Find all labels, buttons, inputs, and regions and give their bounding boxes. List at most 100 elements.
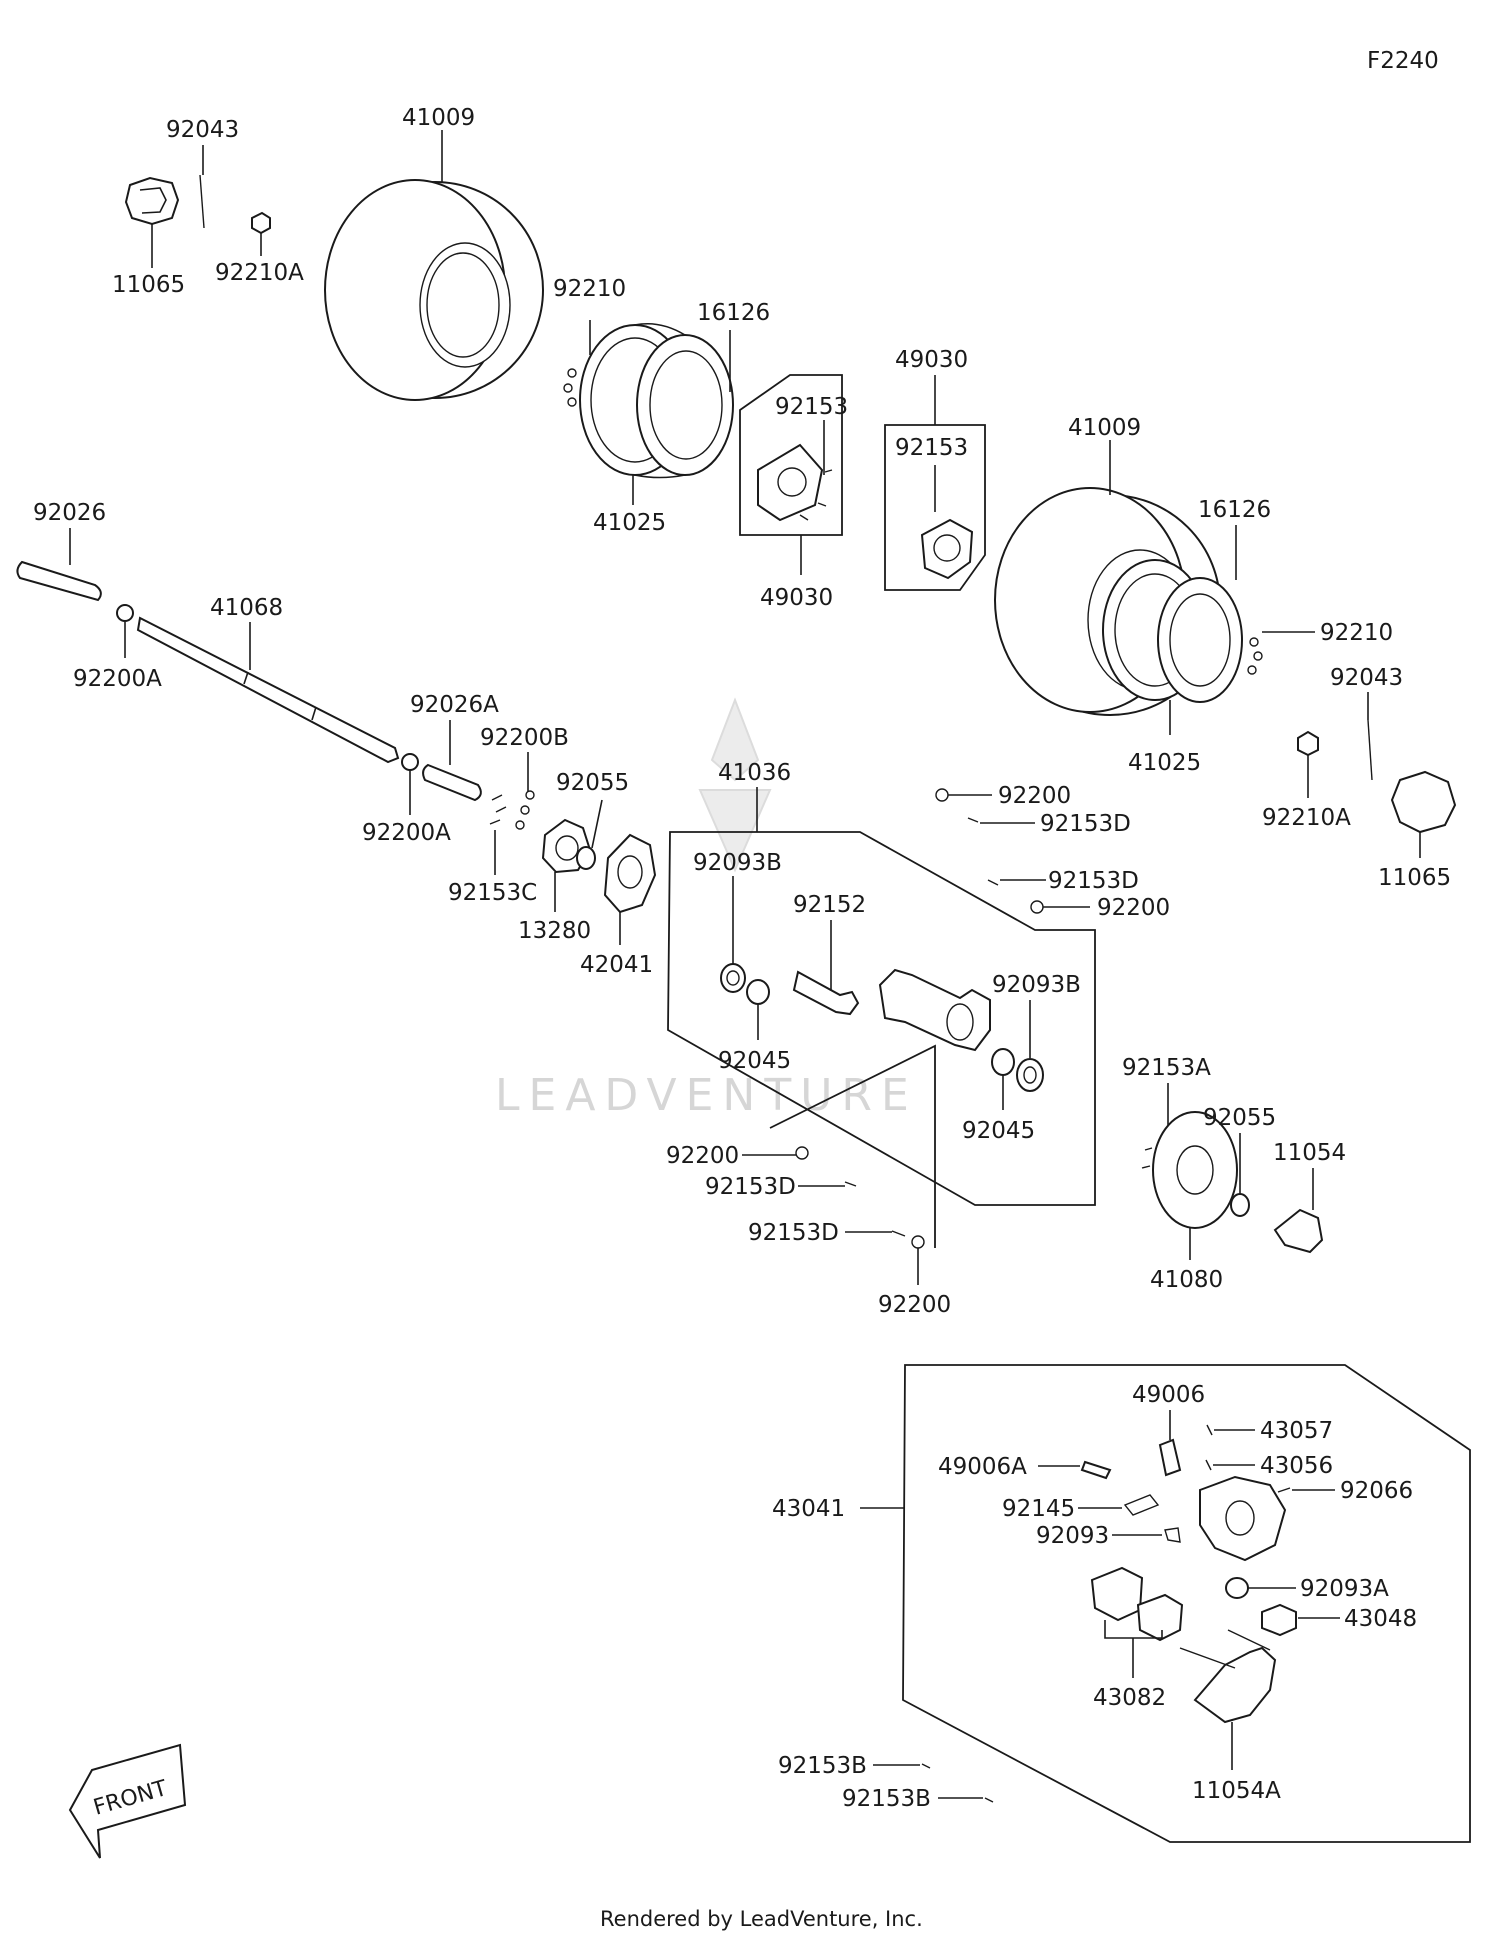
- sprocket-group: 92026A 92200A 92200B 92153C 13280 92055 …: [362, 692, 657, 978]
- label-49006: 49006: [1132, 1382, 1205, 1408]
- label-92045-left: 92045: [718, 1048, 791, 1074]
- bolt-92153D-a[interactable]: [967, 817, 979, 823]
- oring-92055-right[interactable]: [1230, 1193, 1250, 1217]
- brake-disc-group: 92153A 41080 92055 11054: [1122, 1055, 1346, 1293]
- label-92145: 92145: [1002, 1496, 1075, 1522]
- label-92055-right: 92055: [1203, 1105, 1276, 1131]
- pin-43056[interactable]: [1205, 1459, 1212, 1471]
- nut-92200-d[interactable]: [911, 1235, 925, 1249]
- label-43041: 43041: [772, 1496, 845, 1522]
- label-92200B: 92200B: [480, 725, 569, 751]
- label-92045-right: 92045: [962, 1118, 1035, 1144]
- label-49006A: 49006A: [938, 1454, 1027, 1480]
- label-92210A-left: 92210A: [215, 260, 304, 286]
- hub-49030-left[interactable]: 92153 49030: [739, 374, 848, 611]
- bolt-92153D-c[interactable]: [844, 1181, 857, 1187]
- label-16126-right: 16126: [1198, 497, 1271, 523]
- label-92153D-d: 92153D: [748, 1220, 839, 1246]
- oring-92055-left[interactable]: [576, 846, 596, 870]
- cap-43057[interactable]: [1206, 1424, 1213, 1436]
- nut-92200-a[interactable]: [935, 788, 949, 802]
- label-92153C: 92153C: [448, 880, 537, 906]
- axle-sleeve-92026[interactable]: [16, 560, 102, 602]
- label-42041: 42041: [580, 952, 653, 978]
- label-92210A-right: 92210A: [1262, 805, 1351, 831]
- wheel-41025-right[interactable]: 16126 92210 41025: [1102, 497, 1393, 776]
- spacer-92152[interactable]: [792, 970, 860, 1016]
- label-92093B-right: 92093B: [992, 972, 1081, 998]
- nut-92200-c[interactable]: [795, 1146, 809, 1160]
- valve-cap-92210A-left[interactable]: [251, 211, 271, 235]
- label-92093A: 92093A: [1300, 1576, 1389, 1602]
- label-92026A: 92026A: [410, 692, 499, 718]
- bearing-92045-right[interactable]: [991, 1048, 1015, 1076]
- caliper-group-43041: 43041 49006 43057 43056 49006A 92066 921…: [772, 1364, 1471, 1843]
- seal-92093[interactable]: [1164, 1527, 1181, 1543]
- label-92153A: 92153A: [1122, 1055, 1211, 1081]
- label-41025-right: 41025: [1128, 750, 1201, 776]
- label-92153B-b: 92153B: [842, 1786, 931, 1812]
- cotter-pin-92043-left[interactable]: [199, 174, 205, 229]
- bolt-92153B-a[interactable]: [921, 1763, 931, 1769]
- label-92200-a: 92200: [998, 783, 1071, 809]
- sleeve-92026A[interactable]: [422, 763, 482, 802]
- axle-41068[interactable]: [136, 616, 400, 764]
- brake-pad-43082-b[interactable]: [1136, 1593, 1184, 1642]
- part-group-right: 92043 92210A 11065: [1262, 665, 1457, 891]
- boot-43048[interactable]: [1261, 1603, 1297, 1637]
- bracket-11054A[interactable]: [1193, 1646, 1277, 1724]
- label-11054: 11054: [1273, 1140, 1346, 1166]
- label-11054A: 11054A: [1192, 1778, 1281, 1804]
- label-13280: 13280: [518, 918, 591, 944]
- label-43057: 43057: [1260, 1418, 1333, 1444]
- label-41080: 41080: [1150, 1267, 1223, 1293]
- wheel-41025-top[interactable]: 92210 16126 41025: [553, 276, 770, 536]
- label-92200A-right: 92200A: [362, 820, 451, 846]
- bolts-92153C[interactable]: [489, 794, 507, 825]
- label-41036: 41036: [718, 760, 791, 786]
- axle-housing-41036[interactable]: [878, 968, 991, 1052]
- nuts-92200B[interactable]: [515, 790, 535, 830]
- label-41009-right: 41009: [1068, 415, 1141, 441]
- tire-41009-top[interactable]: 41009: [324, 105, 544, 401]
- bearing-92045-left[interactable]: [746, 979, 770, 1005]
- label-92153-right: 92153: [895, 435, 968, 461]
- washer-92200A-right[interactable]: [401, 753, 419, 771]
- valve-cap-92210A-right[interactable]: [1297, 730, 1319, 757]
- bleeder-49006[interactable]: [1158, 1438, 1182, 1477]
- label-92153B-a: 92153B: [778, 1753, 867, 1779]
- label-92152: 92152: [793, 892, 866, 918]
- label-92093B-left: 92093B: [693, 850, 782, 876]
- label-41068: 41068: [210, 595, 283, 621]
- label-16126-top: 16126: [697, 300, 770, 326]
- bolt-92153D-b[interactable]: [987, 879, 999, 886]
- nut-92200-b[interactable]: [1030, 900, 1044, 914]
- label-49030-top: 49030: [895, 347, 968, 373]
- hub-49030-right[interactable]: 49030 92153: [884, 347, 986, 591]
- axle-group: 92026 41068 92200A: [16, 500, 400, 764]
- label-43048: 43048: [1344, 1606, 1417, 1632]
- bolt-92153D-d[interactable]: [891, 1230, 906, 1237]
- bolt-92153B-b[interactable]: [984, 1797, 994, 1803]
- castle-nut-11065-right[interactable]: [1390, 770, 1457, 834]
- label-92200-d: 92200: [878, 1292, 951, 1318]
- castle-nut-11065-left[interactable]: [124, 176, 180, 226]
- hub-11054[interactable]: [1273, 1208, 1324, 1254]
- label-43056: 43056: [1260, 1453, 1333, 1479]
- washer-92200A-left[interactable]: [116, 604, 134, 622]
- label-92153-left: 92153: [775, 394, 848, 420]
- seal-92093A[interactable]: [1225, 1577, 1249, 1599]
- footer-credit: Rendered by LeadVenture, Inc.: [600, 1907, 923, 1931]
- label-92026: 92026: [33, 500, 106, 526]
- part-group-top-left: 92043 11065 92210A: [112, 117, 304, 298]
- sleeve-49006A[interactable]: [1080, 1460, 1112, 1480]
- spring-92145[interactable]: [1123, 1494, 1160, 1516]
- figure-code: F2240: [1367, 48, 1439, 74]
- label-92200-b: 92200: [1097, 895, 1170, 921]
- cotter-pin-92043-right[interactable]: [1367, 719, 1373, 781]
- label-41025-top: 41025: [593, 510, 666, 536]
- label-92043-right: 92043: [1330, 665, 1403, 691]
- brake-pad-43082-a[interactable]: [1090, 1566, 1144, 1622]
- bolt-92066[interactable]: [1277, 1487, 1291, 1493]
